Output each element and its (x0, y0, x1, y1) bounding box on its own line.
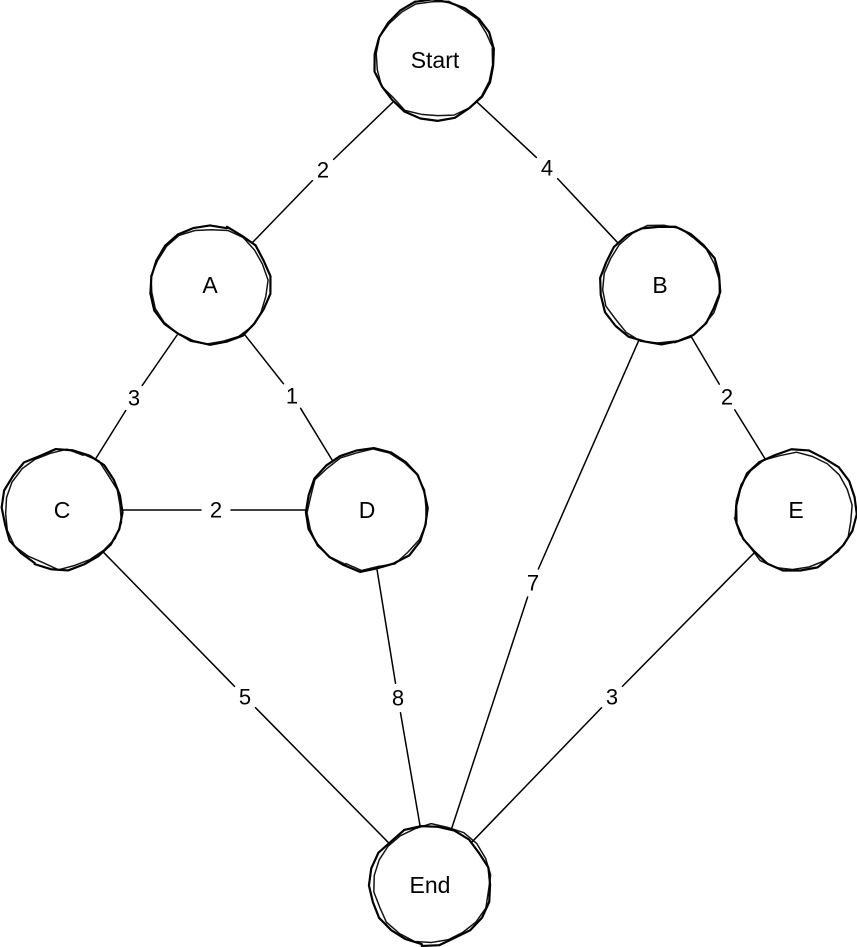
edge-segment (243, 333, 285, 385)
node-label: End (410, 872, 451, 898)
edge-weight-label: 5 (239, 685, 251, 710)
edge-segment (141, 334, 178, 387)
graph-node-a[interactable]: A (149, 224, 272, 346)
edge-segment (734, 409, 766, 460)
edge-weight-label: 2 (317, 158, 329, 183)
edge-weight-label: 8 (392, 686, 404, 711)
weights-layer: 2 4 3 1 2 2 7 5 8 3 (128, 156, 733, 711)
node-label: C (54, 497, 71, 523)
graph-edge-b-end[interactable] (450, 340, 640, 830)
edge-weight-label: 2 (721, 385, 733, 410)
node-outline-sketch (733, 451, 853, 571)
graph-node-start[interactable]: Start (373, 0, 495, 122)
edge-weight-label: 3 (128, 386, 140, 411)
graph-edge-a-d[interactable] (243, 333, 333, 461)
graph-edge-start-b[interactable] (476, 101, 619, 244)
node-label: A (202, 272, 218, 298)
edge-segment (299, 407, 333, 461)
graph-edge-d-end[interactable] (376, 569, 421, 827)
node-outline-sketch (4, 448, 123, 571)
edge-segment (332, 101, 394, 161)
edge-segment (537, 340, 640, 570)
edge-segment (251, 179, 314, 244)
node-label: B (652, 272, 667, 298)
edge-segment (94, 409, 127, 461)
edge-weight-label: 4 (541, 156, 553, 181)
edge-weight-label: 2 (210, 498, 222, 523)
graph-node-b[interactable]: B (599, 224, 722, 346)
node-outline-sketch (150, 228, 269, 345)
node-outline (149, 224, 272, 346)
graph-edge-a-c[interactable] (94, 334, 178, 461)
graph-node-e[interactable]: E (733, 448, 857, 572)
edge-segment (399, 712, 421, 827)
edges-layer (94, 101, 766, 843)
edge-segment (471, 706, 603, 843)
node-outline-sketch (601, 224, 721, 344)
edge-segment (103, 552, 236, 688)
edge-segment (556, 177, 619, 244)
graph-node-d[interactable]: D (304, 446, 429, 573)
edge-segment (254, 706, 389, 843)
edge-segment (376, 569, 397, 684)
graph-edge-c-end[interactable] (103, 552, 389, 843)
edge-weight-label: 3 (606, 685, 618, 710)
node-outline-sketch (306, 448, 427, 572)
graph-edge-b-e[interactable] (690, 335, 766, 460)
node-outline (367, 825, 492, 947)
edge-segment (450, 596, 529, 830)
graph-edge-e-end[interactable] (471, 552, 755, 843)
graph-edge-start-a[interactable] (251, 101, 394, 244)
node-label: E (788, 497, 803, 523)
graph-node-c[interactable]: C (0, 447, 124, 572)
node-label: Start (411, 47, 460, 73)
edge-segment (621, 552, 755, 688)
edge-segment (690, 335, 720, 385)
node-outline (304, 446, 429, 573)
node-outline-sketch (373, 822, 492, 944)
edge-weight-label: 1 (286, 384, 298, 409)
edge-segment (476, 101, 538, 159)
node-outline-sketch (375, 0, 494, 117)
graph-node-end[interactable]: End (367, 822, 492, 947)
node-label: D (359, 497, 376, 523)
edge-weight-label: 7 (527, 571, 539, 596)
